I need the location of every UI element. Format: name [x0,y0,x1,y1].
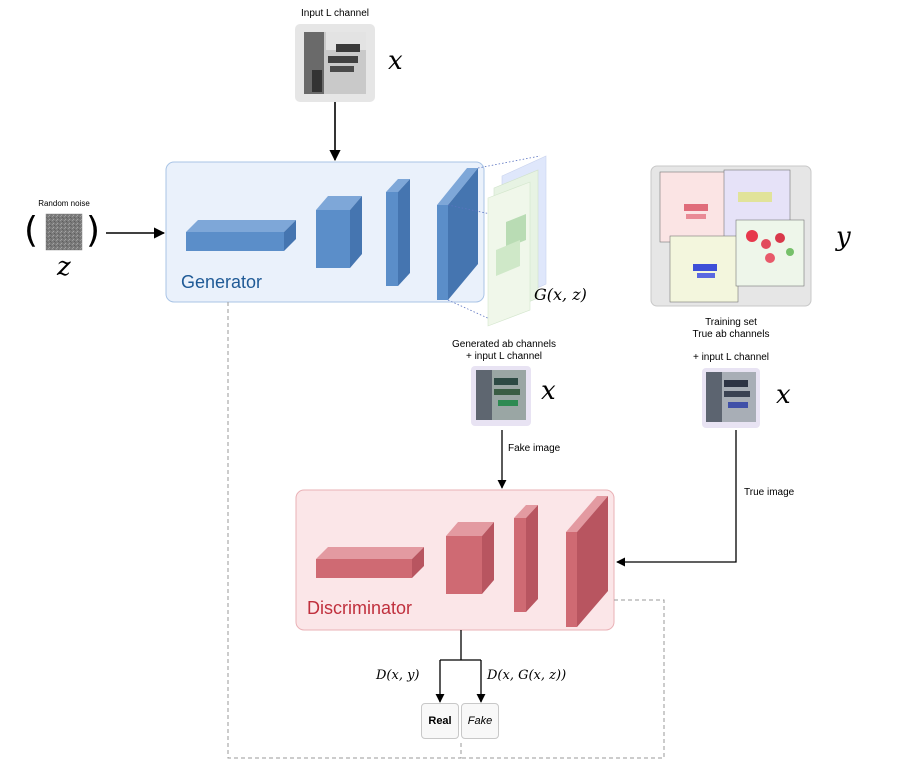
generator-layer-3 [386,179,410,286]
noise-open-paren: ( [24,210,39,251]
arrow-true-to-discriminator [616,430,737,567]
noise-close-paren: ) [86,210,101,251]
discriminator-layer-3 [514,505,538,612]
d-fake-label: D(x, G(x, z)) [487,668,567,683]
training-set-label-1: Training set [705,317,757,328]
random-noise-label: Random noise [38,199,90,208]
discriminator-title: Discriminator [307,598,413,618]
training-set-label-2: True ab channels [692,329,770,340]
generated-label-2: + input L channel [465,351,543,362]
fake-output-box: Fake [461,703,499,739]
training-set-panel [650,165,812,307]
generator-layer-4 [437,168,478,300]
generator-layer-2 [316,196,362,268]
true-image-thumbnail [702,368,760,428]
training-set-label-3: + input L channel [692,352,770,363]
input-l-thumbnail [295,24,375,102]
generated-x-symbol: x [541,376,556,406]
discriminator-layer-4 [566,496,608,627]
real-output-box: Real [421,703,459,739]
generator-title: Generator [181,272,263,292]
generated-image-thumbnail [471,366,531,426]
generated-output-stack [447,155,547,327]
fake-image-label: Fake image [508,443,561,454]
discriminator-layer-2 [446,522,494,594]
input-l-channel-label: Input L channel [300,8,370,19]
training-y-symbol: y [836,222,851,252]
generator-layer-1 [186,220,296,251]
d-real-label: D(x, y) [376,668,420,683]
discriminator-layer-1 [316,547,424,578]
dashed-feedback-loop-discriminator [461,599,665,759]
noise-thumbnail [45,213,83,251]
true-x-symbol: x [776,380,791,410]
noise-z-symbol: z [57,252,71,282]
dashed-feedback-loop-generator [227,302,462,759]
input-x-symbol: x [388,46,403,76]
generator-output-symbol: G(x, z) [534,285,587,304]
discriminator-output-branches [435,630,486,703]
generated-label-1: Generated ab channels [452,339,556,350]
true-image-label: True image [744,487,795,498]
